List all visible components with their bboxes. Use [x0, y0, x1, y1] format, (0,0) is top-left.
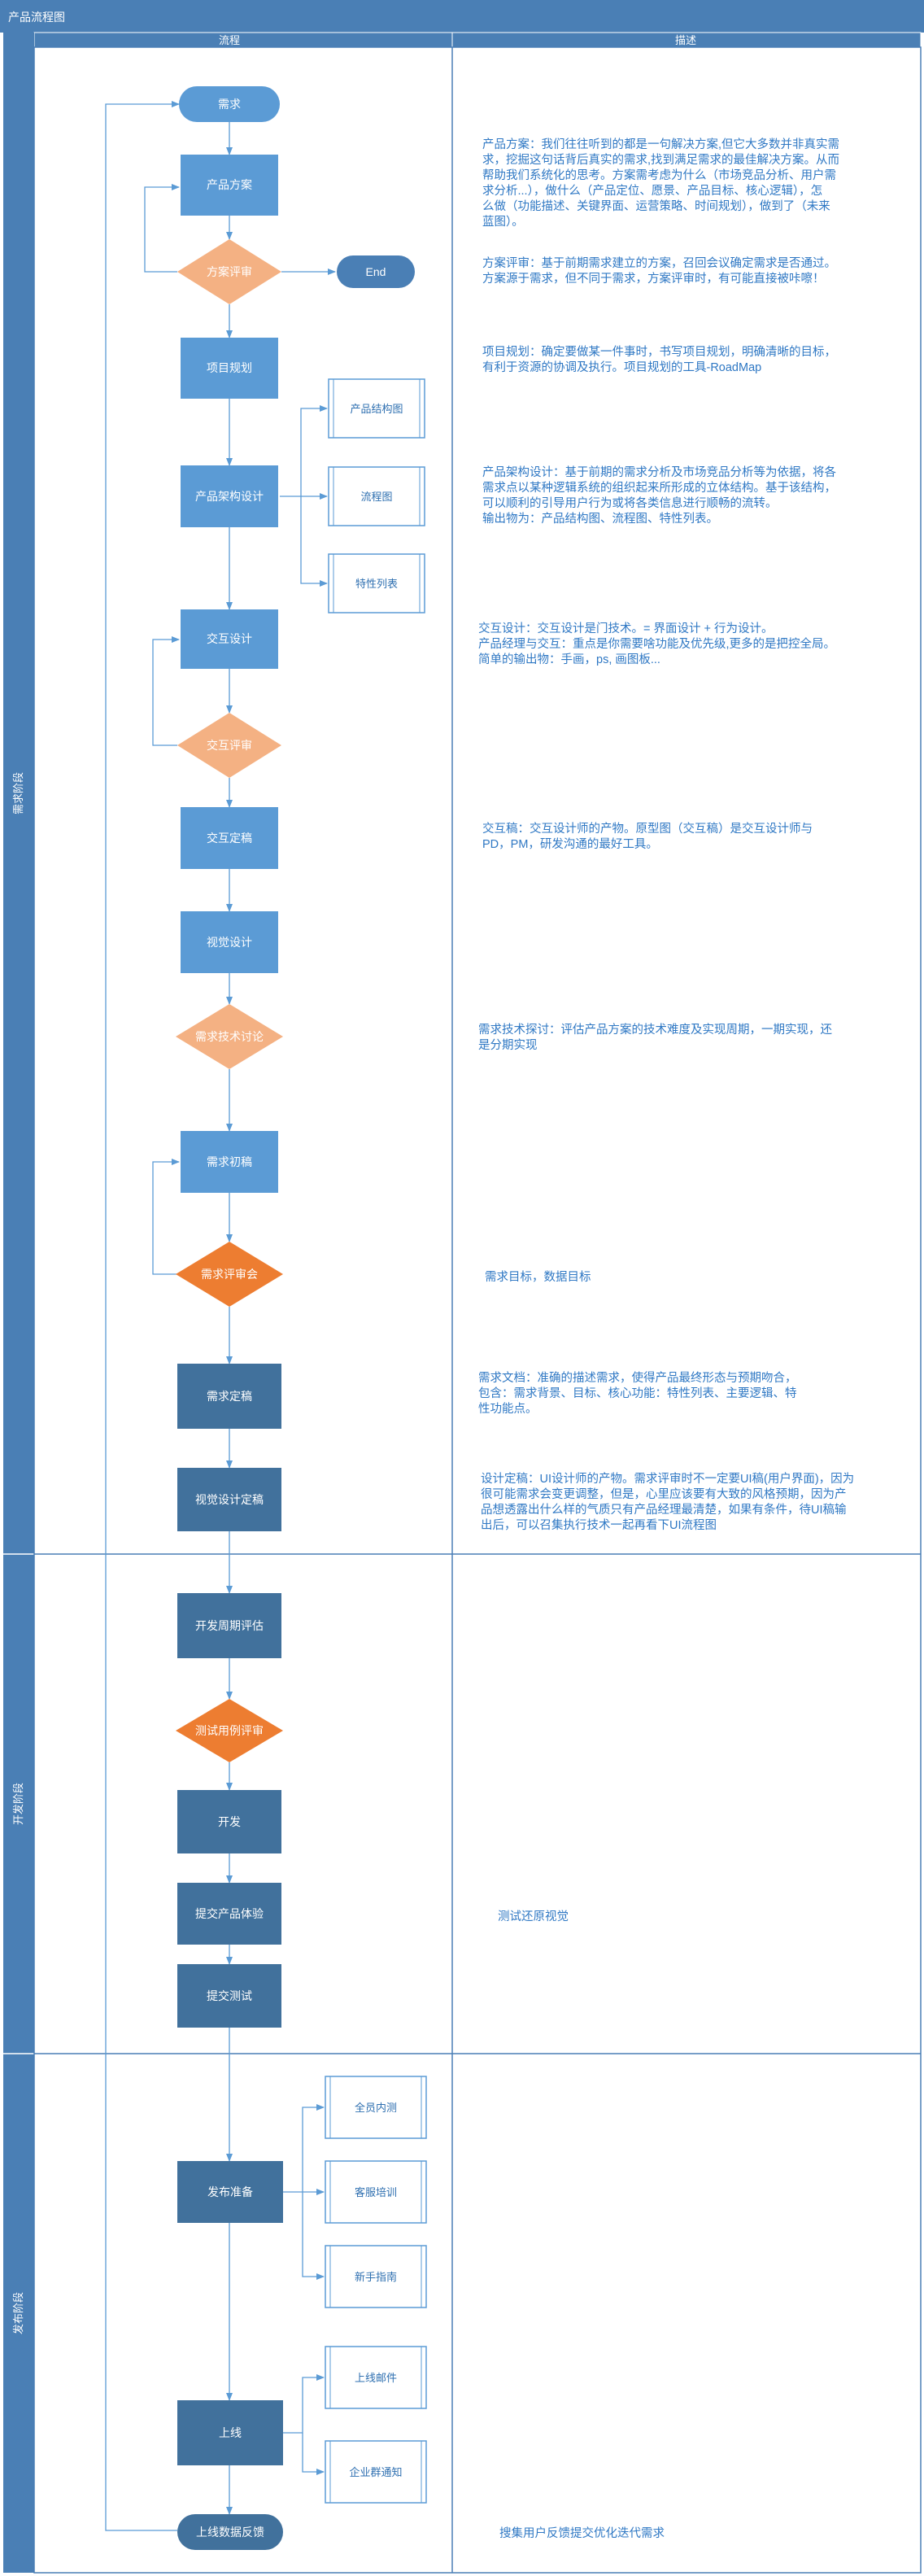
lane-label-dev: 开发阶段	[12, 1783, 24, 1825]
node-submit-test-label: 提交测试	[207, 1989, 252, 2002]
node-feedback-label: 上线数据反馈	[196, 2526, 264, 2539]
column-header-desc: 描述	[675, 34, 696, 46]
node-ixd-label: 交互设计	[207, 632, 252, 645]
lane-label-req: 需求阶段	[12, 772, 24, 814]
swimlane-grid	[33, 46, 922, 2574]
node-arch-sub1[interactable]	[328, 378, 425, 439]
node-req-meeting[interactable]	[176, 1242, 283, 1307]
desc-tech-review: 需求技术探讨：评估产品方案的技术难度及实现周期，一期实现，还 是分期实现	[478, 1022, 835, 1052]
desc-submit-exp: 测试还原视觉	[498, 1910, 569, 1923]
title-bar	[0, 0, 924, 33]
node-plan[interactable]	[181, 155, 278, 216]
node-launch-sub2[interactable]	[325, 2440, 427, 2504]
node-rel-sub3[interactable]	[325, 2245, 427, 2308]
node-release-prep-label: 发布准备	[207, 2185, 253, 2198]
node-feedback[interactable]	[177, 2514, 283, 2550]
node-arch-sub3-label: 特性列表	[355, 578, 398, 590]
node-project-label: 项目规划	[207, 361, 252, 374]
node-ixd-final[interactable]	[181, 807, 278, 869]
desc-ixd-final: 交互稿：交互设计师的产物。原型图（交互稿）是交互设计师与 PD，PM，研发沟通的…	[482, 821, 816, 851]
node-req-draft-label: 需求初稿	[207, 1155, 252, 1168]
node-arch-sub3[interactable]	[328, 553, 425, 613]
node-test-review[interactable]	[176, 1699, 283, 1762]
node-launch[interactable]	[177, 2400, 283, 2465]
node-test-review-label: 测试用例评审	[195, 1724, 264, 1737]
node-launch-sub1[interactable]	[325, 2346, 427, 2409]
desc-project: 项目规划：确定要做某一件事时，书写项目规划，明确清晰的目标， 有利于资源的协调及…	[482, 345, 839, 374]
node-rel-sub2-label: 客服培训	[355, 2186, 397, 2198]
node-plan-label: 产品方案	[207, 178, 252, 191]
connectors	[105, 101, 336, 2531]
node-end-label: End	[366, 265, 386, 278]
node-arch[interactable]	[181, 465, 278, 527]
node-rel-sub1[interactable]	[325, 2076, 427, 2139]
node-dev-estimate[interactable]	[177, 1593, 281, 1658]
lane-bar-req	[3, 33, 34, 1554]
node-submit-test[interactable]	[177, 1964, 281, 2028]
desc-plan: 产品方案：我们往往听到的都是一句解决方案,但它大多数并非真实需 求，挖掘这句话背…	[482, 137, 843, 229]
lane-bar-dev	[3, 1554, 34, 2054]
flow-nodes: 需求 产品方案 方案评审 End 项目规划 产品架构设计 产品结构图 流程图 特…	[176, 86, 427, 2550]
node-launch-sub2-label: 企业群通知	[349, 2466, 402, 2478]
node-develop[interactable]	[177, 1790, 281, 1853]
node-develop-label: 开发	[218, 1815, 241, 1828]
node-ixd[interactable]	[181, 609, 278, 669]
node-visual[interactable]	[181, 911, 278, 973]
node-arch-label: 产品架构设计	[195, 490, 264, 503]
node-req-meeting-label: 需求评审会	[201, 1268, 258, 1281]
desc-visual-final: 设计定稿：UI设计师的产物。需求评审时不一定要UI稿(用户界面)，因为 很可能需…	[481, 1472, 857, 1532]
node-launch-sub1-label: 上线邮件	[355, 2372, 397, 2384]
lane-label-rel: 发布阶段	[12, 2292, 24, 2334]
node-end[interactable]	[337, 255, 415, 288]
column-header-flow: 流程	[219, 34, 240, 46]
node-tech-review-label: 需求技术讨论	[195, 1030, 264, 1043]
lane-bar-rel	[3, 2054, 34, 2573]
node-visual-final-label: 视觉设计定稿	[195, 1493, 264, 1506]
desc-feedback: 搜集用户反馈提交优化迭代需求	[499, 2526, 665, 2540]
desc-arch: 产品架构设计：基于前期的需求分析及市场竞品分析等为依据，将各 需求点以某种逻辑系…	[482, 465, 839, 526]
node-plan-review[interactable]	[177, 239, 281, 304]
node-ixd-review[interactable]	[177, 713, 281, 778]
node-req-final-label: 需求定稿	[207, 1390, 252, 1403]
desc-ixd: 交互设计：交互设计是门技术。= 界面设计 + 行为设计。 产品经理与交互：重点是…	[478, 621, 839, 666]
node-ixd-review-label: 交互评审	[207, 739, 252, 752]
node-tech-review[interactable]	[176, 1004, 283, 1069]
node-submit-exp-label: 提交产品体验	[195, 1907, 264, 1920]
node-visual-label: 视觉设计	[207, 936, 252, 949]
node-start-label: 需求	[218, 98, 241, 111]
node-rel-sub3-label: 新手指南	[355, 2271, 397, 2283]
node-submit-exp[interactable]	[177, 1883, 281, 1945]
node-rel-sub2[interactable]	[325, 2160, 427, 2224]
node-req-final[interactable]	[177, 1364, 281, 1429]
node-rel-sub1-label: 全员内测	[355, 2102, 397, 2114]
node-plan-review-label: 方案评审	[207, 265, 252, 278]
desc-req-final: 需求文档：准确的描述需求，使得产品最终形态与预期吻合， 包含：需求背景、目标、核…	[478, 1371, 800, 1416]
desc-req-meeting: 需求目标，数据目标	[485, 1270, 591, 1284]
node-req-draft[interactable]	[181, 1131, 278, 1193]
node-visual-final[interactable]	[177, 1468, 281, 1531]
node-arch-sub1-label: 产品结构图	[350, 403, 403, 415]
diagram-title: 产品流程图	[8, 11, 65, 24]
node-arch-sub2[interactable]	[328, 466, 425, 526]
node-launch-label: 上线	[219, 2426, 242, 2439]
column-header-flow-bg	[33, 32, 453, 48]
node-project[interactable]	[181, 338, 278, 399]
node-dev-estimate-label: 开发周期评估	[195, 1619, 264, 1632]
node-release-prep[interactable]	[177, 2161, 283, 2223]
node-ixd-final-label: 交互定稿	[207, 832, 252, 845]
desc-plan-review: 方案评审：基于前期需求建立的方案，召回会议确定需求是否通过。 方案源于需求，但不…	[482, 255, 839, 286]
descriptions: 产品方案：我们往往听到的都是一句解决方案,但它大多数并非真实需 求，挖掘这句话背…	[478, 137, 857, 2540]
node-arch-sub2-label: 流程图	[360, 491, 392, 503]
node-start[interactable]	[179, 86, 280, 122]
